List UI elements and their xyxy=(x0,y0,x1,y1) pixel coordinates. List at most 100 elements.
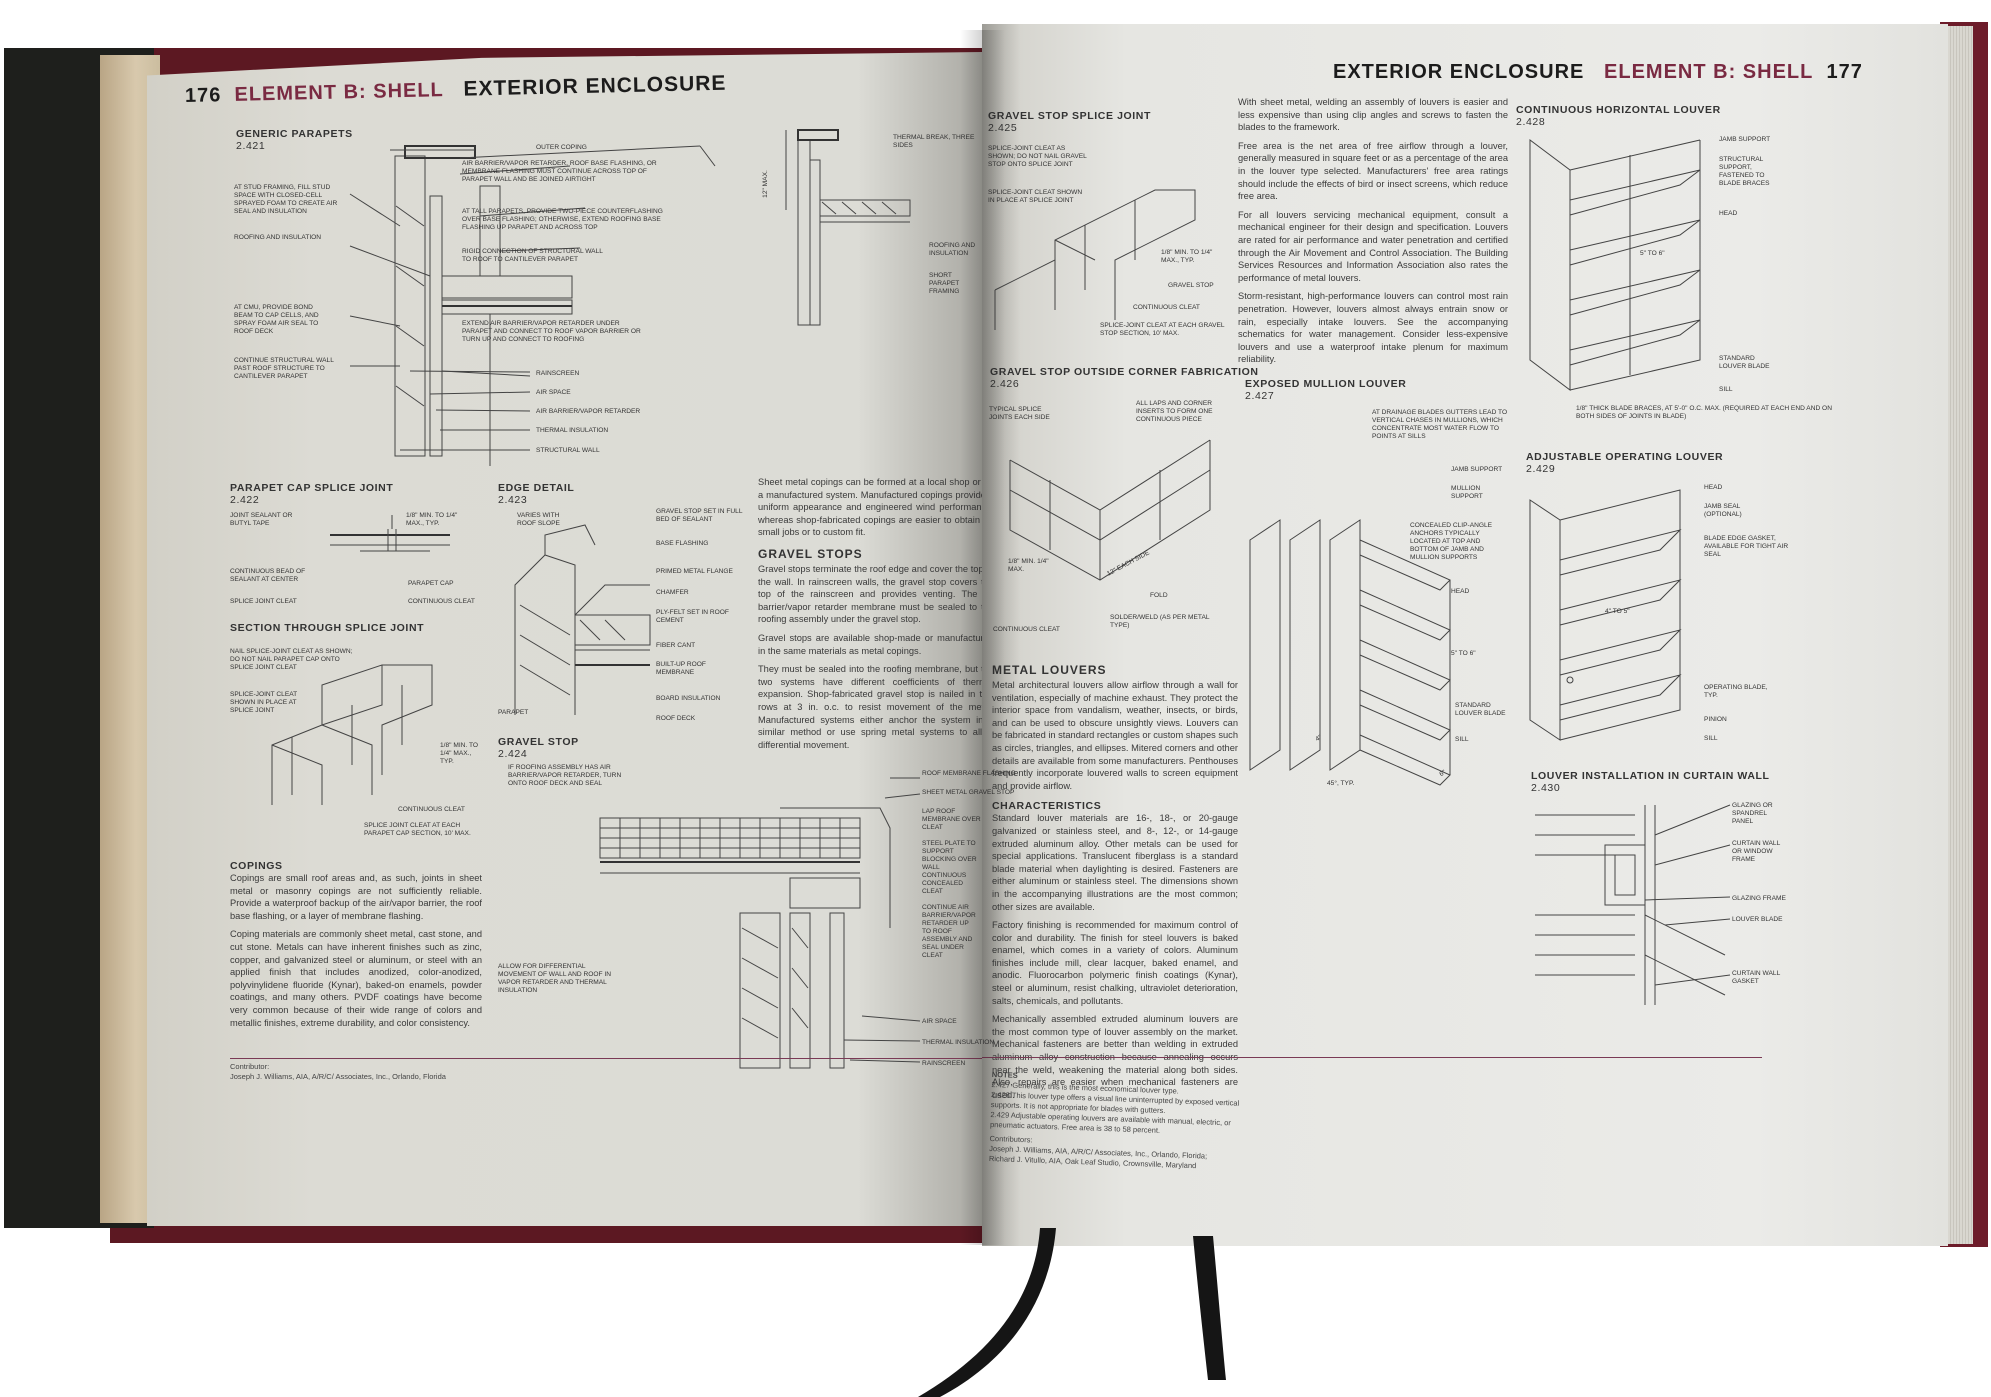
paragraph: Gravel stops are available shop-made or … xyxy=(758,632,982,656)
dimension-label: 1/8" MIN. TO 1/4" MAX., TYP. xyxy=(1161,249,1213,264)
callout-label: SPLICE JOINT CLEAT AT EACH PARAPET CAP S… xyxy=(364,822,471,837)
callout-label: JAMB SUPPORT xyxy=(1719,136,1771,143)
callout-label: GRAVEL STOP xyxy=(1168,282,1214,289)
callout-label: CHAMFER xyxy=(656,589,689,596)
callout-label: HEAD xyxy=(1704,484,1723,491)
edge-detail-diagram xyxy=(514,524,651,715)
callout-label: SPLICE-JOINT CLEAT SHOWN IN PLACE AT SPL… xyxy=(230,691,298,714)
callout-label: JOINT SEALANT OR BUTYL TAPE xyxy=(230,512,293,527)
callout-label: JAMB SEAL (OPTIONAL) xyxy=(1704,503,1742,518)
callout-label: CONTINUOUS BEAD OF SEALANT AT CENTER xyxy=(230,568,306,583)
callout-label: PRIMED METAL FLANGE xyxy=(656,568,733,575)
right-page xyxy=(982,24,1948,1246)
callout-label: MULLION SUPPORT xyxy=(1451,485,1483,500)
paragraph: Copings are small roof areas and, as suc… xyxy=(230,873,482,921)
gravel-stop-diagram xyxy=(599,777,921,1069)
paragraph: Coping materials are commonly sheet meta… xyxy=(230,929,482,1028)
callout-label: GRAVEL STOP SET IN FULL BED OF SEALANT xyxy=(656,508,743,523)
callout-label: GLAZING FRAME xyxy=(1732,895,1786,902)
callout-label: CONTINUOUS CLEAT xyxy=(993,626,1060,633)
dimension-label: 1/8" MIN. 1/4" MAX. xyxy=(1008,558,1049,573)
outside-corner-diagram xyxy=(1009,439,1211,581)
callout-label: STANDARD LOUVER BLADE xyxy=(1719,355,1770,370)
paragraph: Standard louver materials are 16-, 18-, … xyxy=(992,813,1238,912)
callout-label: PLY-FELT SET IN ROOF CEMENT xyxy=(656,609,729,624)
generic-parapet-diagram xyxy=(349,145,716,466)
callout-label: SPLICE JOINT CLEAT xyxy=(230,598,297,605)
dimension-label: 5" TO 6" xyxy=(1451,650,1476,657)
callout-label: SPLICE-JOINT CLEAT AT EACH GRAVEL STOP S… xyxy=(1100,322,1225,337)
adjustable-operating-louver-diagram xyxy=(1529,489,1682,741)
callout-label: SHEET METAL GRAVEL STOP xyxy=(922,789,1015,796)
section-heading: CHARACTERISTICS xyxy=(992,800,1102,813)
copings-section: COPINGS Copings are small roof areas and… xyxy=(230,860,482,1035)
callout-label: OUTER COPING xyxy=(536,144,587,151)
callout-label: AT DRAINAGE BLADES GUTTERS LEAD TO VERTI… xyxy=(1372,409,1508,440)
paragraph: Factory finishing is recommended for max… xyxy=(992,920,1238,1006)
right-running-header: EXTERIOR ENCLOSURE ELEMENT B: SHELL 177 xyxy=(1333,61,1863,84)
callout-label: THERMAL INSULATION xyxy=(922,1039,995,1046)
gutter-shadow xyxy=(960,30,1005,1245)
paragraph: Sheet metal copings can be formed at a l… xyxy=(758,477,982,538)
callout-label: THERMAL INSULATION xyxy=(536,427,609,434)
short-parapet-diagram xyxy=(785,129,911,326)
louver-text-column: With sheet metal, welding an assembly of… xyxy=(1238,96,1508,372)
dimension-label: 1/8" MIN. TO 1/4" MAX., TYP. xyxy=(406,512,458,527)
paragraph: Metal architectural louvers allow airflo… xyxy=(992,680,1238,791)
ribbon-bookmark xyxy=(918,1228,1056,1397)
callout-label: CONCEALED CLIP-ANGLE ANCHORS TYPICALLY L… xyxy=(1410,522,1493,561)
callout-label: LAP ROOF MEMBRANE OVER CLEAT xyxy=(922,808,981,831)
gravel-stop-splice-diagram xyxy=(994,189,1196,330)
paragraph: Storm-resistant, high-performance louver… xyxy=(1238,291,1508,365)
callout-label: VARIES WITH ROOF SLOPE xyxy=(517,512,560,527)
callout-label: STANDARD LOUVER BLADE xyxy=(1455,702,1506,717)
callout-label: PARAPET xyxy=(498,709,529,716)
gravel-stops-section: Sheet metal copings can be formed at a l… xyxy=(758,476,982,757)
divider xyxy=(230,1058,982,1059)
callout-label: SILL xyxy=(1455,736,1469,743)
callout-label: SHORT PARAPET FRAMING xyxy=(929,272,960,295)
callout-label: BOARD INSULATION xyxy=(656,695,721,702)
callout-label: BUILT-UP ROOF MEMBRANE xyxy=(656,661,706,676)
callout-label: PINION xyxy=(1704,716,1727,723)
callout-label: BASE FLASHING xyxy=(656,540,709,547)
callout-label: THERMAL BREAK, THREE SIDES xyxy=(893,134,975,149)
callout-label: CONTINUE STRUCTURAL WALL PAST ROOF STRUC… xyxy=(234,357,334,380)
section-title: ELEMENT B: SHELL xyxy=(1604,61,1814,83)
callout-label: ROOFING AND INSULATION xyxy=(929,242,976,257)
exposed-mullion-louver-diagram xyxy=(1249,519,1451,786)
callout-label: ROOF MEMBRANE FLASHING xyxy=(922,770,1016,777)
paragraph: For all louvers servicing mechanical equ… xyxy=(1238,209,1508,283)
callout-label: CURTAIN WALL OR WINDOW FRAME xyxy=(1732,840,1780,863)
callout-label: ROOFING AND INSULATION xyxy=(234,234,322,241)
callout-label: STRUCTURAL SUPPORT, FASTENED TO BLADE BR… xyxy=(1719,156,1770,187)
callout-label: FIBER CANT xyxy=(656,642,696,649)
curtain-wall-louver-diagram xyxy=(1535,804,1731,1005)
callout-label: 1/8" THICK BLADE BRACES, AT 5'-0" O.C. M… xyxy=(1576,405,1832,420)
callout-label: JAMB SUPPORT xyxy=(1451,466,1503,473)
callout-label: BLADE EDGE GASKET, AVAILABLE FOR TIGHT A… xyxy=(1704,535,1789,558)
callout-label: IF ROOFING ASSEMBLY HAS AIR BARRIER/VAPO… xyxy=(508,764,622,787)
chapter-title: EXTERIOR ENCLOSURE xyxy=(1333,61,1585,83)
callout-label: STRUCTURAL WALL xyxy=(536,447,600,454)
callout-label: AT STUD FRAMING, FILL STUD SPACE WITH CL… xyxy=(234,184,338,215)
callout-label: SPLICE-JOINT CLEAT AS SHOWN; DO NOT NAIL… xyxy=(988,145,1087,168)
callout-label: LOUVER BLADE xyxy=(1732,916,1783,923)
callout-label: STEEL PLATE TO SUPPORT BLOCKING OVER WAL… xyxy=(922,840,977,871)
paragraph: They must be sealed into the roofing mem… xyxy=(758,664,982,750)
dimension-label: 1/8" MIN. TO 1/4" MAX., TYP. xyxy=(440,742,479,765)
contributor: Contributor:Joseph J. Williams, AIA, A/R… xyxy=(230,1062,446,1081)
callout-label: AT CMU, PROVIDE BOND BEAM TO CAP CELLS, … xyxy=(234,304,319,335)
callout-label: SILL xyxy=(1719,386,1733,393)
ribbon-bookmark xyxy=(1193,1236,1226,1380)
parapet-cap-splice-diagram xyxy=(330,515,450,552)
section-heading: COPINGS xyxy=(230,860,283,872)
